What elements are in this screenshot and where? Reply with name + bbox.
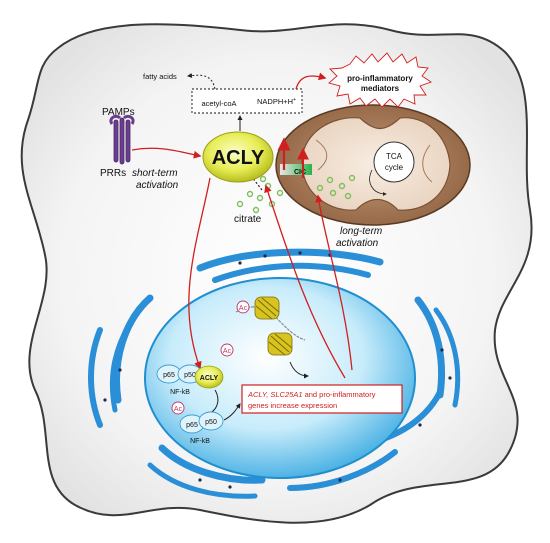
long-term-label: long-term bbox=[340, 226, 382, 237]
acly-to-nucleus-path bbox=[188, 177, 211, 370]
tca-arrow bbox=[369, 169, 387, 196]
pro-inflammatory-label: pro-inflammatory bbox=[347, 74, 413, 83]
short-term-activation-label: activation bbox=[136, 180, 179, 191]
pro-inflammatory-burst bbox=[328, 52, 432, 108]
p50-bottom-label: p50 bbox=[205, 419, 217, 426]
acetyl-mark-3-label: Ac bbox=[174, 406, 183, 413]
nfkb-top-label: NF-kB bbox=[170, 389, 190, 396]
p65-bottom-label: p65 bbox=[186, 422, 198, 429]
acly-nuclear-label: ACLY bbox=[200, 375, 219, 382]
prrs-label: PRRs bbox=[100, 168, 126, 179]
to-fatty-acids-arrow bbox=[187, 72, 216, 90]
nfkb-to-genes-arrow bbox=[223, 403, 241, 421]
gene-expression-line1: ACLY, SLC25A1 and pro-inflammatory bbox=[247, 390, 376, 399]
p50-top-label: p50 bbox=[184, 372, 196, 379]
nucleosome-1 bbox=[254, 296, 280, 320]
nfkb-bottom-complex bbox=[179, 411, 224, 434]
acetyl-mark-2 bbox=[220, 343, 234, 357]
nucleosome-2 bbox=[267, 332, 293, 356]
fatty-acids-label: fatty acids bbox=[143, 72, 177, 81]
ribosomes bbox=[103, 251, 452, 489]
short-term-arrow bbox=[131, 147, 202, 159]
p65-top-label: p65 bbox=[163, 372, 175, 379]
mediators-label: mediators bbox=[361, 84, 400, 93]
tca-label: TCA bbox=[386, 152, 403, 161]
citrate-label: citrate bbox=[234, 214, 262, 225]
gene-expression-box bbox=[241, 384, 403, 414]
endoplasmic-reticulum bbox=[88, 248, 461, 499]
acly-enzyme bbox=[202, 131, 274, 183]
gene-to-cic-path bbox=[315, 194, 353, 371]
long-term-activation-label: activation bbox=[336, 238, 379, 249]
nadph-to-mediators-arrow bbox=[295, 72, 327, 90]
tca-cycle-label: cycle bbox=[385, 163, 404, 172]
short-term-label: short-term bbox=[132, 168, 178, 179]
pamps-label: PAMPs bbox=[102, 107, 135, 118]
chromatin-arrow bbox=[289, 361, 309, 379]
gene-expression-line2: genes increase expression bbox=[248, 401, 337, 410]
gene-to-acly-path bbox=[264, 184, 346, 379]
acetyl-mark-2-label: Ac bbox=[223, 348, 232, 355]
nadph-label: NADPH+H+ bbox=[257, 97, 296, 106]
tca-cycle bbox=[373, 141, 415, 183]
cic-transporter bbox=[280, 164, 312, 175]
acetyl-mark-1-label: Ac bbox=[239, 305, 248, 312]
acetyl-coa-label: acetyl-coA bbox=[201, 99, 236, 108]
citrate-molecules bbox=[236, 174, 356, 214]
prr-receptor bbox=[109, 114, 135, 165]
acly-main-label: ACLY bbox=[212, 147, 265, 169]
acly-products-box bbox=[191, 88, 303, 114]
cic-label: CIC bbox=[294, 169, 306, 176]
nfkb-bottom-label: NF-kB bbox=[190, 438, 210, 445]
acly-nuclear bbox=[194, 365, 224, 389]
acetyl-mark-1 bbox=[236, 300, 250, 314]
acetyl-mark-3 bbox=[171, 401, 185, 415]
